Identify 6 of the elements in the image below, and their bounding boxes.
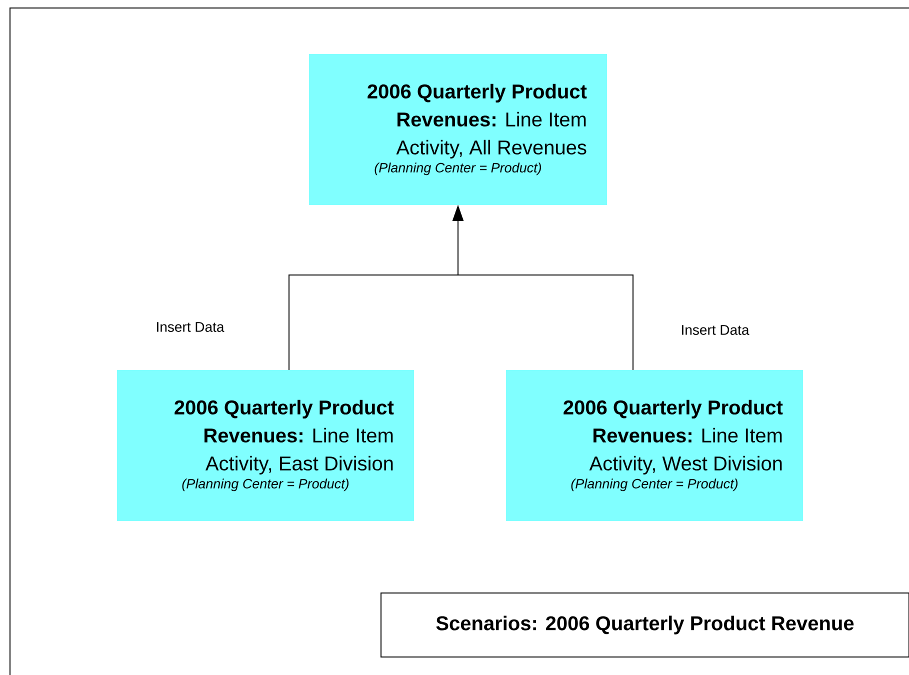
edge-label: Insert Data (682, 325, 750, 335)
process-box: 2006 Quarterly Product Revenues: Line Item Activity, All Revenues (Planning Center = Product) (309, 54, 607, 205)
edge-label: Insert Data (157, 322, 224, 332)
process-box: 2006 Quarterly Product Revenues: Line Item Activity, East Division (Planning Center = Product) (117, 370, 414, 521)
process-box: 2006 Quarterly Product Revenues: Line Item Activity, West Division (Planning Center = Product) (506, 370, 804, 521)
title-box: Scenarios: 2006 Quarterly Product Revenue (380, 592, 909, 658)
